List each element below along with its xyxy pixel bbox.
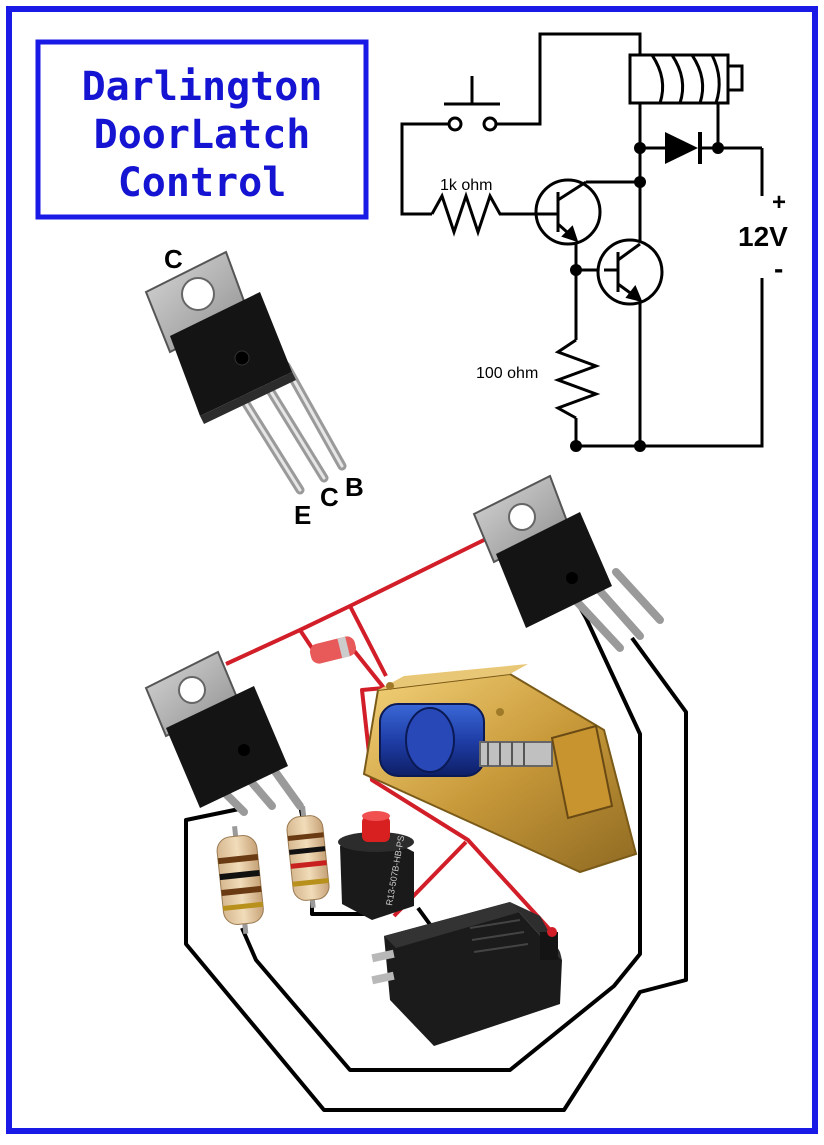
red-wire-coil [348, 605, 388, 677]
resistor-100-symbol [553, 338, 601, 420]
wire-minus-rail [576, 278, 764, 448]
resistor-1k-symbol [430, 191, 530, 237]
red-wire-collectors [225, 536, 489, 666]
wire-left-loop [400, 122, 452, 216]
pushbutton-symbol [444, 76, 500, 132]
title-box: Darlington DoorLatch Control [35, 39, 369, 220]
red-wire-supply [360, 686, 554, 934]
solenoid-latch-part [362, 664, 638, 874]
outer-frame [6, 6, 818, 1134]
black-wire-inner [240, 603, 642, 1072]
transistor-q2-symbol [596, 238, 664, 306]
supply-plus-label: + [772, 189, 786, 216]
schematic [400, 32, 764, 448]
supply-minus-label: - [774, 253, 783, 284]
transistor-q2-part [472, 474, 664, 652]
resistor-100-label: 100 ohm [476, 365, 538, 382]
title-line-2: DoorLatch [94, 112, 311, 158]
power-adapter-part [371, 902, 562, 1046]
resistor-emitter-part [216, 826, 264, 934]
diode-part [309, 636, 357, 664]
pinout-tab-label: C [164, 244, 183, 274]
pin-e-label: E [294, 500, 311, 530]
red-wire-diode-left [298, 628, 314, 650]
wire-top [490, 32, 642, 126]
resistor-base-part [286, 806, 330, 908]
transistor-q1-part [144, 650, 304, 816]
solenoid-coil-symbol [628, 53, 744, 105]
pinout-transistor [144, 250, 347, 495]
pushbutton-part: R13-507B-HB-PS [338, 811, 414, 920]
pin-c-label: C [320, 482, 339, 512]
title-line-3: Control [118, 160, 287, 206]
resistor-1k-label: 1k ohm [440, 177, 492, 194]
supply-voltage-label: 12V [738, 221, 788, 252]
red-wire-diode-right [350, 646, 386, 690]
junction-dots [570, 142, 724, 452]
transistor-q1-symbol [530, 178, 602, 246]
title-line-1: Darlington [82, 64, 323, 110]
pin-b-label: B [345, 472, 364, 502]
black-wire-outer [184, 636, 688, 1112]
diode-symbol [665, 132, 702, 164]
